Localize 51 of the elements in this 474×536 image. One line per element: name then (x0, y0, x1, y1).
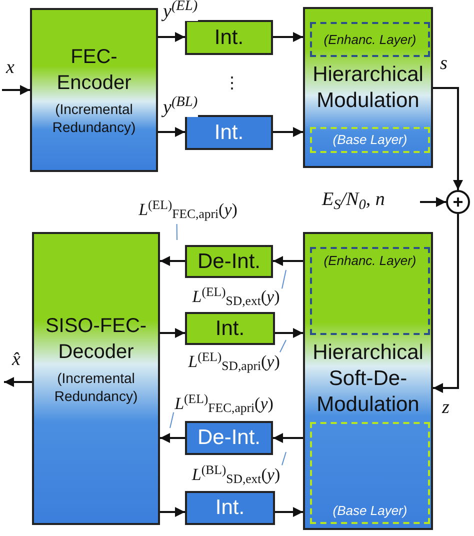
block-label: Hierarchical Soft-De-Modulation (312, 340, 424, 418)
block-label: Hierarchical Modulation (312, 62, 424, 114)
interleaver-box: Int. (185, 312, 275, 345)
arrow (273, 433, 303, 443)
layer-region: (Base Layer) (310, 127, 430, 153)
llr-label: L$^{(EL)}$$_{FEC,apri}$(y) (168, 390, 280, 418)
interleaver-box: Int. (185, 491, 275, 525)
arrow (4, 377, 32, 387)
leader-line (170, 412, 174, 428)
layer-region: (Base Layer) (310, 422, 430, 524)
arrow (2, 85, 30, 95)
layer-region: (Enhanc. Layer) (310, 22, 430, 57)
interleaver-box: Int. (185, 115, 273, 150)
llr-label: L$^{(EL)}$$_{SD,apri}$(y) (184, 348, 284, 376)
arrow (275, 507, 303, 517)
arrow (273, 127, 303, 137)
decoder-block (32, 232, 160, 525)
arrow (158, 127, 185, 137)
demodulation-block (303, 232, 433, 530)
arrow (160, 507, 185, 517)
arrow (160, 256, 185, 266)
layer-region: (Enhanc. Layer) (310, 247, 430, 335)
arrow (273, 256, 303, 266)
leader-line (280, 340, 286, 353)
llr-label: L$^{(EL)}$$_{SD,ext}$(y) (186, 283, 286, 311)
leader-line (176, 224, 178, 240)
interleaver-box: De-Int. (185, 245, 273, 278)
block-label: (Incremental Redundancy) (53, 368, 139, 404)
leader-line (282, 452, 286, 466)
ellipsis-mark: ⋮ (224, 76, 240, 92)
block-label: FEC-Encoder (56, 45, 132, 96)
signal-label: E$_{S}$/N$_{0}$, n (322, 190, 385, 209)
encoder-block (30, 8, 158, 172)
llr-label: L$^{(BL)}$$_{SD,ext}$(y) (186, 461, 286, 489)
signal-label: y$^{(BL)}$ (163, 98, 198, 117)
block-label: SISO-FEC-Decoder (44, 314, 148, 364)
arrow (160, 433, 185, 443)
arrow (420, 197, 446, 207)
signal-label: y$^{(EL)}$ (163, 2, 198, 21)
interleaver-box: De-Int. (185, 421, 273, 455)
modulation-block (303, 7, 433, 168)
arrow (273, 32, 303, 42)
llr-label: L$^{(EL)}$$_{FEC,apri}$(y) (132, 196, 244, 224)
arrow (433, 214, 459, 393)
arrow (275, 328, 303, 338)
interleaver-box: Int. (185, 20, 273, 55)
arrow (158, 32, 185, 42)
arrow (433, 87, 463, 190)
block-label: (Incremental Redundancy) (51, 100, 137, 136)
leader-line (282, 270, 286, 290)
arrow (160, 328, 185, 338)
